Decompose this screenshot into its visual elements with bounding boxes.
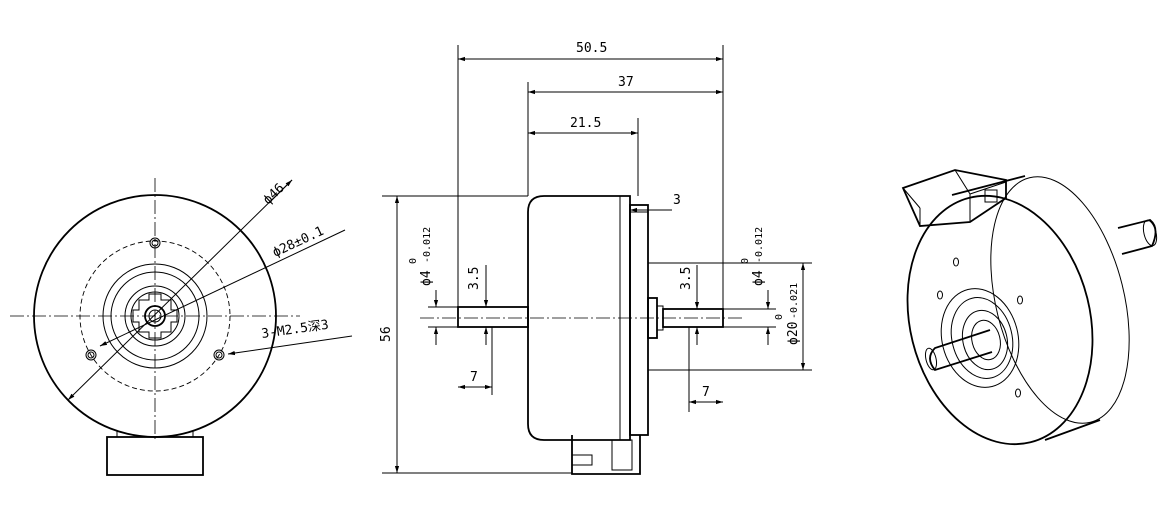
- dim-overall: 50.5: [576, 41, 607, 56]
- dim-rear-step: 3.5: [679, 267, 694, 290]
- dim-front-shaft-len: 7: [470, 370, 478, 385]
- isometric-view: [901, 169, 1158, 446]
- iso-front-shaft: [929, 329, 993, 372]
- front-shaft-tol-upper: 0: [408, 258, 419, 264]
- dim-height: 56: [379, 326, 394, 342]
- pilot-tol-upper: 0: [774, 314, 785, 320]
- rear-shaft-tol-upper: 0: [740, 258, 751, 264]
- rear-shaft-tol-lower: -0.012: [754, 227, 765, 263]
- holes-label: 3-M2.5深3: [260, 318, 329, 342]
- iso-rear-shaft: [1117, 219, 1157, 255]
- front-shaft-dia: ϕ4: [419, 270, 434, 286]
- iso-hub-outer: [940, 288, 1020, 388]
- bolt-circle-label: ϕ28±0.1: [270, 224, 326, 261]
- side-view: [382, 45, 812, 475]
- front-view: [10, 178, 353, 476]
- dim-front-step: 3.5: [467, 267, 482, 290]
- iso-connector: [901, 169, 1007, 227]
- flange: [629, 204, 649, 436]
- dim-rear-shaft-len: 7: [702, 385, 710, 400]
- connector-front: [106, 436, 204, 476]
- pilot-tol-lower: -0.021: [789, 283, 800, 319]
- front-shaft: [457, 306, 529, 328]
- dim-flange: 3: [673, 193, 681, 208]
- rear-shaft-dia: ϕ4: [751, 270, 766, 286]
- outer-dia-label: ϕ46: [260, 181, 287, 208]
- dim-body: 21.5: [570, 116, 601, 131]
- pilot-dia: ϕ20: [786, 322, 801, 345]
- motor-body: [527, 195, 631, 441]
- dim-to-mount: 37: [618, 75, 634, 90]
- front-shaft-tol-lower: -0.012: [422, 227, 433, 263]
